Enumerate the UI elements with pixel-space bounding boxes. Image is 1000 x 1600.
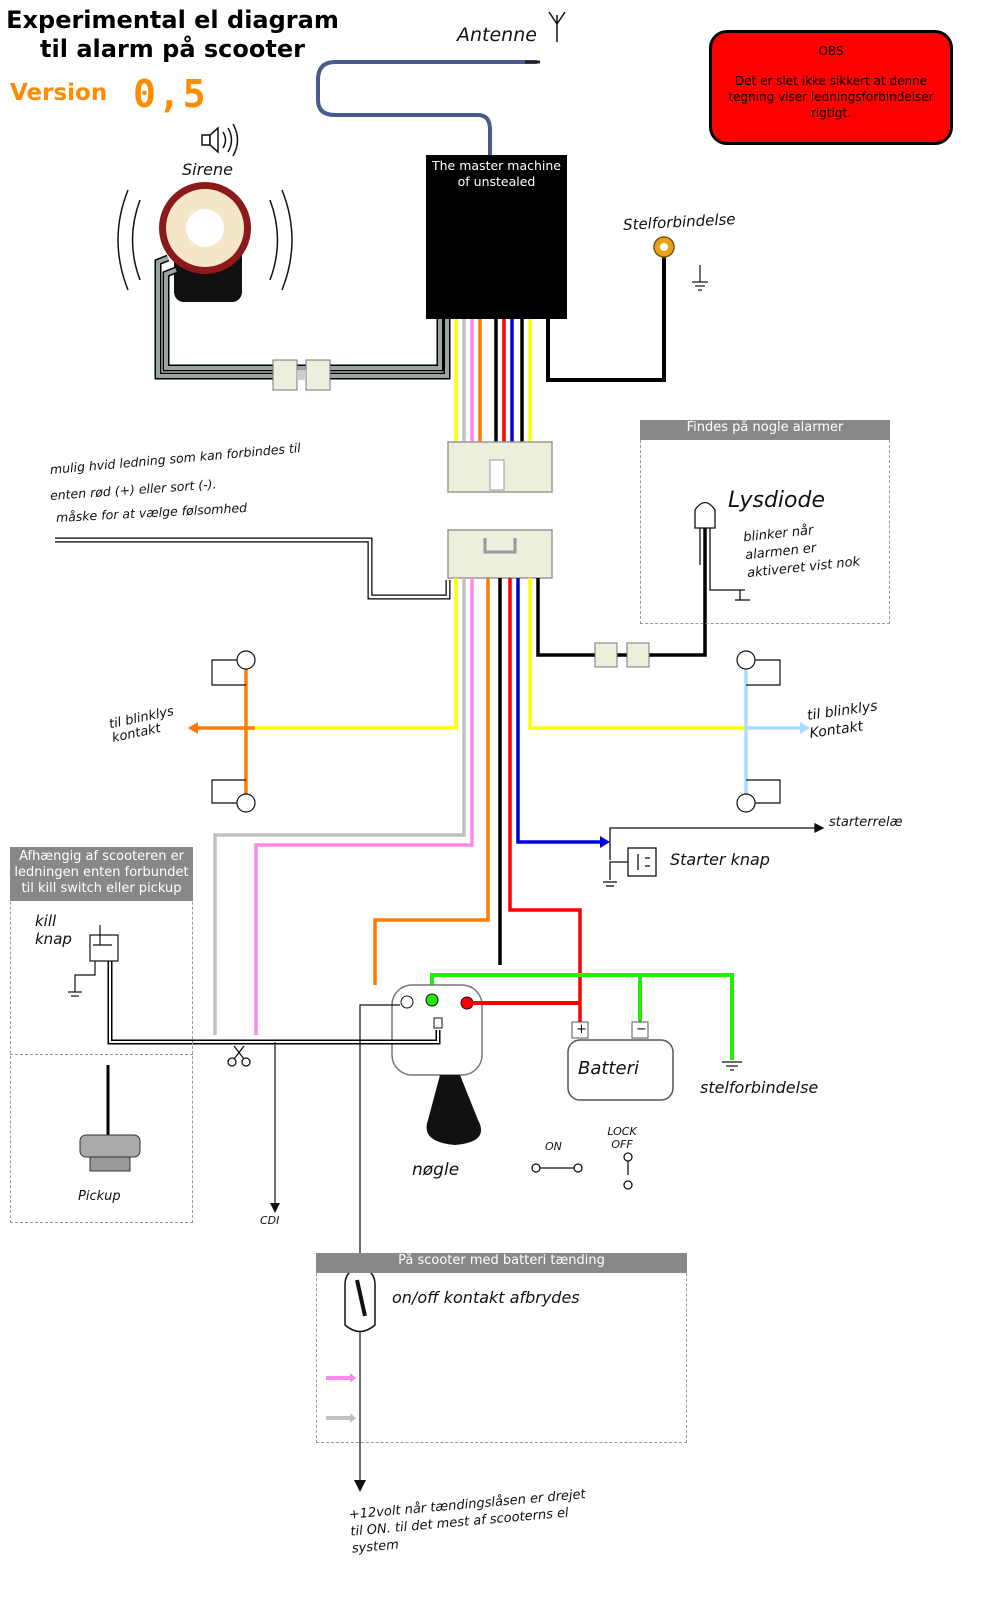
label-lysdiode: Lysdiode — [728, 488, 825, 513]
siren-connector — [272, 359, 331, 391]
label-plus: + — [576, 1022, 587, 1037]
bulb-icons — [211, 650, 781, 813]
obs-warning-box: OBS Det er slet ikke sikkert at denne te… — [709, 30, 953, 145]
panel-afhaengig-divider — [10, 1054, 193, 1055]
ground-symbol-battery — [722, 1061, 742, 1071]
antenna-cable — [316, 60, 537, 155]
label-batteri: Batteri — [578, 1058, 639, 1079]
label-cdi: CDI — [260, 1214, 280, 1227]
label-on: ON — [545, 1140, 562, 1153]
master-machine-box: The master machine of unstealed — [426, 155, 567, 319]
ignition-switch-icon — [391, 984, 483, 1145]
on-off-symbol — [531, 1152, 633, 1190]
panel-arrows — [326, 1373, 356, 1423]
wire-harness — [454, 319, 532, 442]
yellow-wire-right — [528, 578, 745, 730]
label-sirene: Sirene — [182, 160, 234, 179]
antenna-icon — [548, 11, 566, 42]
pink-wire — [254, 578, 474, 1035]
starter-relay — [603, 822, 825, 887]
harness-connector-top — [447, 441, 553, 493]
label-starterrele: starterrelæ — [829, 815, 903, 830]
label-starterknap: Starter knap — [670, 850, 770, 869]
scissors-icon — [227, 1045, 251, 1067]
led-wire — [536, 528, 707, 657]
ground-symbol-icon — [692, 265, 708, 291]
grey-wire — [213, 578, 466, 1035]
siren-icon — [117, 123, 293, 302]
orange-wire — [373, 578, 490, 985]
speaker-icon — [201, 123, 239, 157]
white-wire-core — [55, 538, 450, 599]
panel-batteri-header: På scooter med batteri tænding — [316, 1253, 687, 1273]
onoff-switch-icon — [344, 1267, 376, 1333]
label-antenne: Antenne — [457, 24, 537, 46]
led-connector — [594, 642, 650, 668]
panel-afhaengig — [10, 847, 193, 1223]
blue-wire — [516, 578, 600, 844]
red-wire — [508, 578, 582, 1022]
left-turn-signal — [188, 668, 255, 800]
label-nogle: nøgle — [412, 1160, 460, 1180]
green-wire — [430, 973, 734, 1060]
panel-afhaengig-header: Afhængig af scooteren er ledningen enten… — [10, 847, 193, 901]
label-stelforbindelse-bottom: stelforbindelse — [700, 1078, 819, 1097]
harness-connector-bottom — [447, 529, 553, 579]
label-kill-knap: kill knap — [35, 912, 72, 948]
right-turn-signal — [744, 668, 810, 800]
led-icon — [694, 501, 750, 601]
title-line-2: til alarm på scooter — [40, 35, 305, 63]
pickup-icon — [79, 1065, 141, 1172]
battery-icon — [567, 1021, 674, 1101]
label-onoff: on/off kontakt afbrydes — [392, 1288, 580, 1307]
yellow-wire-left — [255, 578, 458, 730]
white-wire — [55, 537, 451, 600]
panel-batteri-taending — [316, 1253, 687, 1443]
obs-text: Det er slet ikke sikkert at denne tegnin… — [728, 74, 934, 120]
obs-title: OBS — [818, 44, 844, 58]
siren-wires — [154, 254, 451, 380]
panel-findes-header: Findes på nogle alarmer — [640, 420, 890, 440]
ring-terminal-icon — [653, 236, 675, 258]
kill-switch-icon — [68, 925, 119, 997]
version-label: Version — [10, 80, 108, 106]
title-line-1: Experimental el diagram — [6, 6, 339, 34]
label-lock-off: LOCK OFF — [607, 1125, 637, 1151]
version-number: 0,5 — [133, 72, 208, 116]
label-pickup: Pickup — [78, 1189, 121, 1204]
top-ground-wire — [546, 255, 666, 382]
label-minus: − — [636, 1022, 647, 1037]
